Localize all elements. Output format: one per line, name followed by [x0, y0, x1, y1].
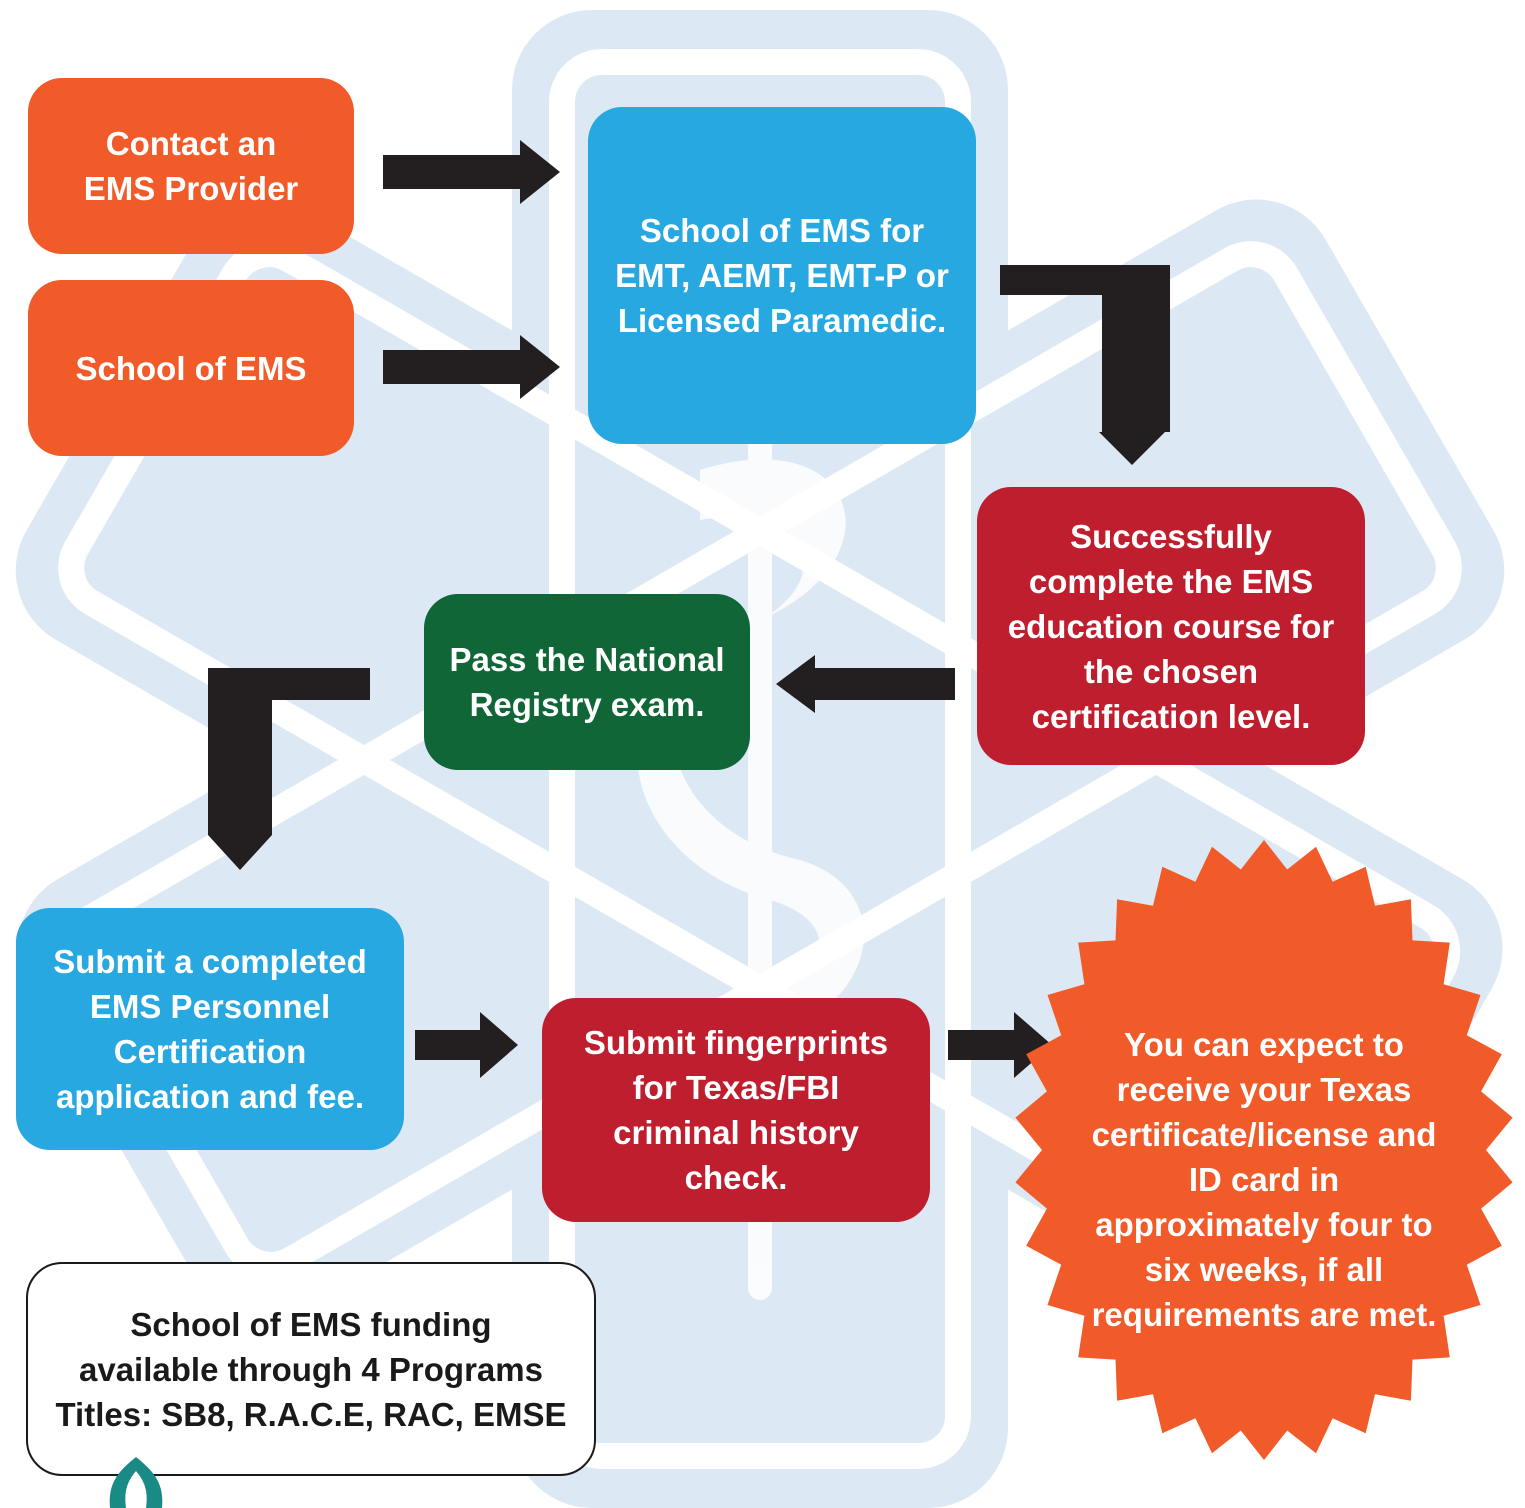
arrow-right-1 [383, 140, 560, 204]
step-submit-application: Submit a completed EMS Personnel Certifi… [16, 908, 404, 1150]
arrow-right-4 [948, 1012, 1052, 1078]
leaf-logo-icon [109, 1457, 163, 1508]
step-contact-provider: Contact an EMS Provider [28, 78, 354, 254]
step-school-levels: School of EMS for EMT, AEMT, EMT-P or Li… [588, 107, 976, 444]
arrow-left [776, 655, 955, 713]
step-pass-exam: Pass the National Registry exam. [424, 594, 750, 770]
step-complete-course: Successfully complete the EMS education … [977, 487, 1365, 765]
funding-note: School of EMS funding available through … [26, 1262, 596, 1476]
arrow-right-2 [383, 335, 560, 399]
step-receive-certificate: You can expect to receive your Texas cer… [1091, 1026, 1437, 1333]
arrow-elbow-down [1000, 265, 1170, 465]
step-school-ems: School of EMS [28, 280, 354, 456]
arrow-right-3 [415, 1012, 518, 1078]
step-fingerprints: Submit fingerprints for Texas/FBI crimin… [542, 998, 930, 1222]
arrow-elbow-down-left [208, 668, 370, 870]
